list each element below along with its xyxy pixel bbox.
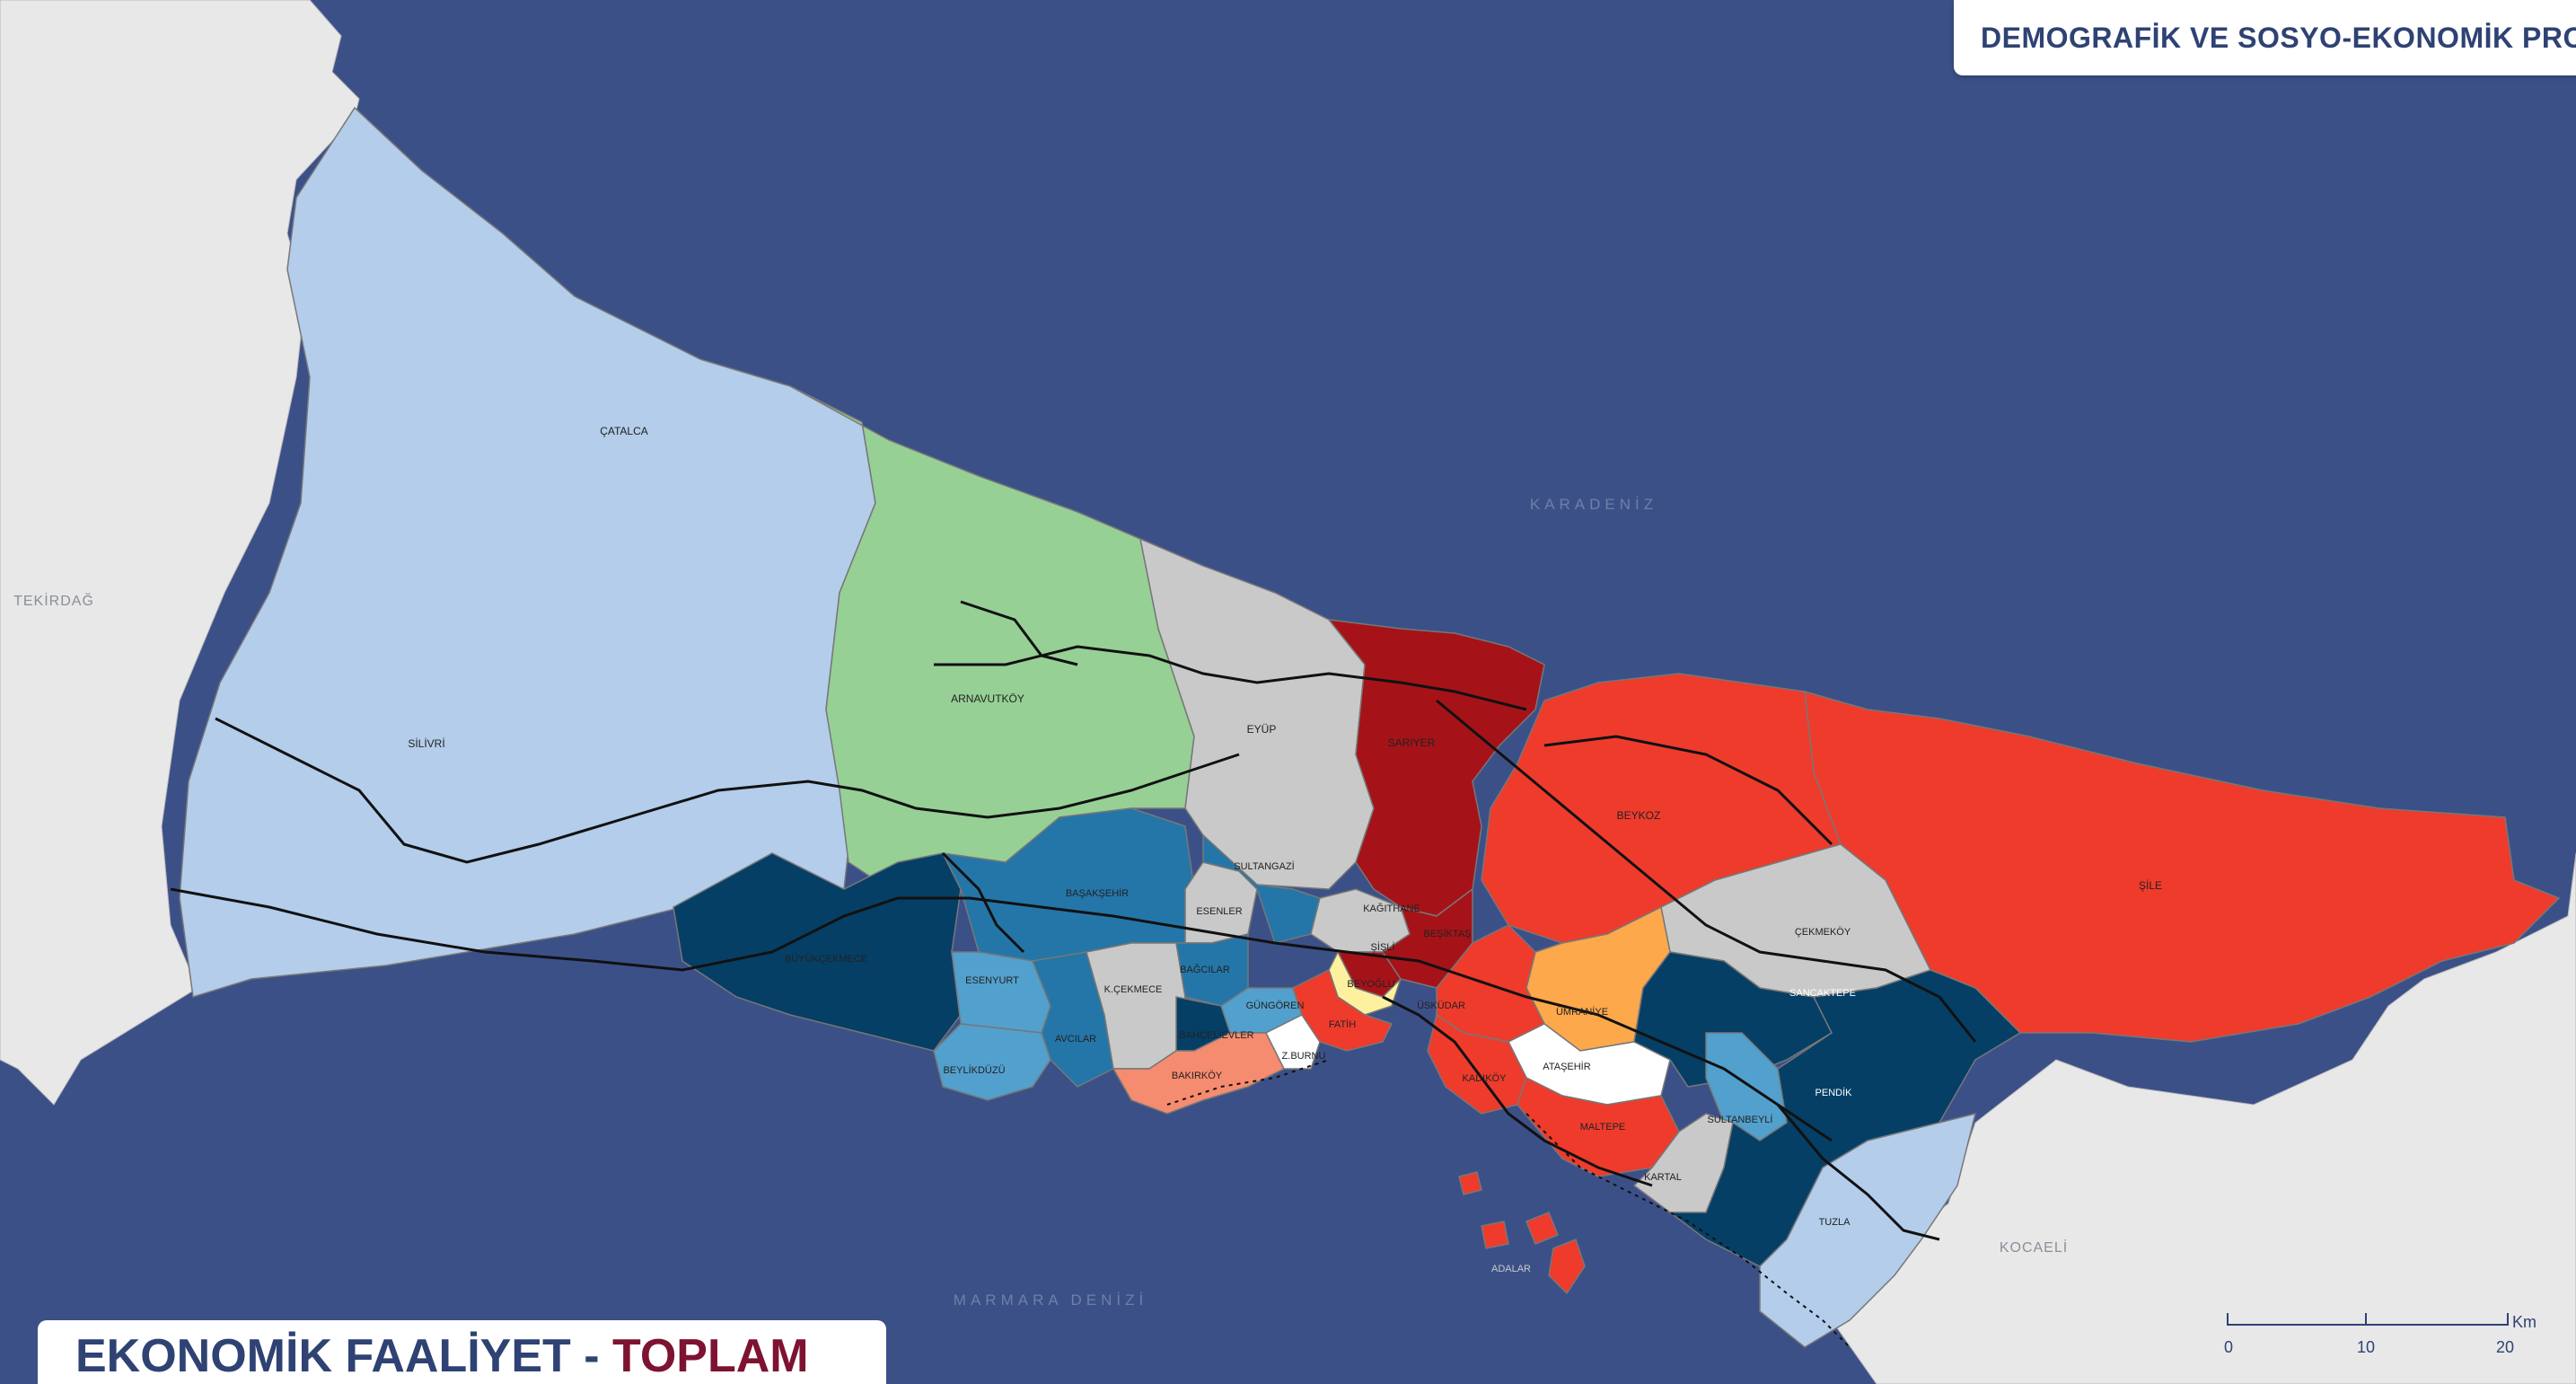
scale-bar-mid-tick (2365, 1313, 2367, 1324)
header-title: DEMOGRAFİK VE SOSYO-EKONOMİK PROFİL (1981, 22, 2576, 54)
district-zburnu (1264, 1014, 1321, 1070)
road-6 (1543, 735, 1833, 846)
district-sariyer (1327, 619, 1545, 917)
district-adalar-island-4 (1548, 1239, 1586, 1295)
region-label-kocaeli: KOCAELİ (1999, 1240, 2069, 1256)
district-adalar-island-3 (1525, 1212, 1559, 1245)
railway-dotted (1166, 1059, 1851, 1348)
district-sultangazi (1202, 833, 1321, 944)
district-fatih (1292, 968, 1394, 1052)
roads (170, 600, 1977, 1241)
scale-bar-line (2227, 1313, 2509, 1326)
map-title: EKONOMİK FAALİYET - TOPLAM (75, 1329, 809, 1383)
region-label-tekirdag: TEKİRDAĞ (13, 594, 94, 609)
map-title-main: EKONOMİK FAALİYET - (75, 1330, 612, 1382)
road-4 (960, 600, 1078, 666)
scale-tick-10: 10 (2356, 1338, 2376, 1356)
header-panel: DEMOGRAFİK VE SOSYO-EKONOMİK PROFİL (1954, 0, 2576, 75)
scale-tick-0: 0 (2223, 1338, 2234, 1356)
map-title-accent: TOPLAM (612, 1330, 809, 1382)
road-9 (1382, 995, 1653, 1187)
map-title-panel: EKONOMİK FAALİYET - TOPLAM (38, 1320, 886, 1384)
sea-label-karadeniz: KARADENİZ (1529, 496, 1658, 513)
district-adalar-island-1 (1458, 1171, 1482, 1195)
sea-label-marmara: MARMARA DENİZİ (953, 1291, 1148, 1309)
district-sancaktepe (1633, 951, 1833, 1088)
scale-bar: Km 0 10 20 (2223, 1313, 2536, 1367)
scale-bar-unit: Km (2512, 1313, 2536, 1331)
district-tuzla (1759, 1112, 1977, 1348)
district-adalar-island-2 (1481, 1221, 1509, 1249)
tekirdag-land (0, 0, 360, 1106)
scale-tick-20: 20 (2495, 1338, 2515, 1356)
road-1 (170, 887, 1833, 1142)
district-beylikduzu (933, 1023, 1051, 1101)
road-5 (1436, 699, 1977, 1043)
district-eyup (1139, 537, 1375, 890)
road-2 (215, 717, 1240, 864)
road-7 (941, 851, 1025, 954)
road-8 (1776, 1104, 1940, 1241)
kocaeli-land (1831, 852, 2576, 1384)
